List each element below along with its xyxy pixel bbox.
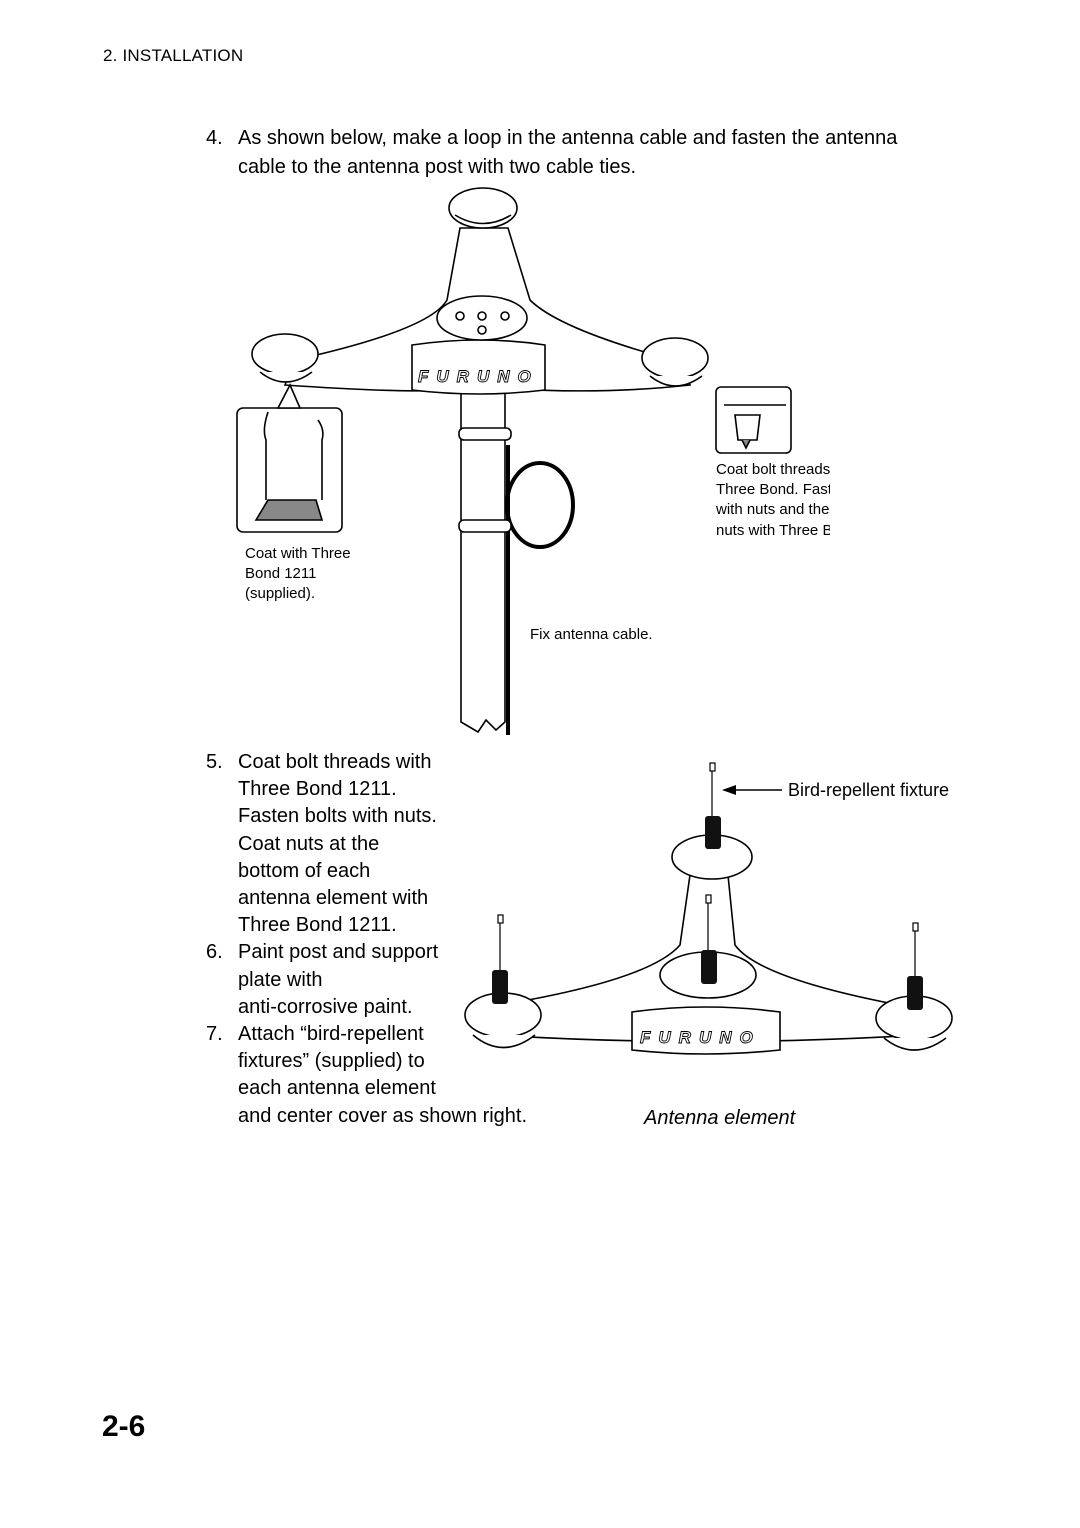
step-text-line: Fasten bolts with nuts. [238, 805, 437, 828]
brand-logo: FURUNO [418, 367, 539, 386]
figure-caption: Antenna element [643, 1107, 797, 1125]
step-6: 6. Paint post and support plate with ant… [206, 939, 527, 1021]
step-number: 5. [206, 751, 223, 773]
step-7: 7. Attach “bird-repellent fixtures” (sup… [206, 1021, 527, 1130]
step-text-line: As shown below, make a loop in the anten… [238, 127, 898, 149]
step-5: 5. Coat bolt threads with Three Bond 121… [206, 749, 527, 939]
step-text-line: Attach “bird-repellent [238, 1023, 424, 1046]
antenna-post-figure: FURUNO Coat with Three Bond 1211 (suppli… [236, 187, 830, 735]
step-4: 4. As shown below, make a loop in the an… [206, 124, 966, 182]
callout-left-line: Coat with Three [245, 545, 351, 562]
callout-right-line: nuts with Three Bond also. [716, 522, 830, 539]
step-text-line: Coat bolt threads with [238, 751, 432, 773]
step-text-line: cable to the antenna post with two cable… [238, 156, 637, 178]
step-number: 4. [206, 127, 223, 149]
step-text-line: Coat nuts at the [238, 832, 380, 855]
step-text-line: Paint post and support [238, 941, 439, 964]
section-header: 2. INSTALLATION [103, 46, 244, 65]
page-number: 2-6 [102, 1410, 146, 1443]
step-text-line: Three Bond 1211. [238, 778, 397, 801]
callout-right-line: Coat bolt threads with [716, 461, 830, 478]
step-text-line: antenna element with [238, 887, 429, 910]
step-number: 7. [206, 1023, 223, 1046]
callout-left-line: (supplied). [245, 585, 315, 602]
step-text-line: plate with [238, 968, 323, 991]
step-text-line: each antenna element [238, 1077, 436, 1100]
steps-list: 5. Coat bolt threads with Three Bond 121… [206, 749, 527, 1130]
step-number: 6. [206, 941, 223, 964]
step-text-line: Three Bond 1211. [238, 914, 397, 937]
callout-right-line: Three Bond. Fasten bolt [716, 481, 830, 498]
callout-cable: Fix antenna cable. [530, 626, 653, 643]
step-text-line: anti-corrosive paint. [238, 995, 413, 1018]
antenna-element-figure: FURUNO Bird-repellent fixture Antenna el… [464, 762, 953, 1125]
step-text-line: bottom of each [238, 859, 371, 882]
step-text-line: and center cover as shown right. [238, 1104, 528, 1127]
step-text-line: fixtures” (supplied) to [238, 1050, 425, 1073]
callout-fixture: Bird-repellent fixture [788, 780, 949, 800]
brand-logo: FURUNO [640, 1028, 761, 1047]
callout-left-line: Bond 1211 [245, 565, 316, 582]
